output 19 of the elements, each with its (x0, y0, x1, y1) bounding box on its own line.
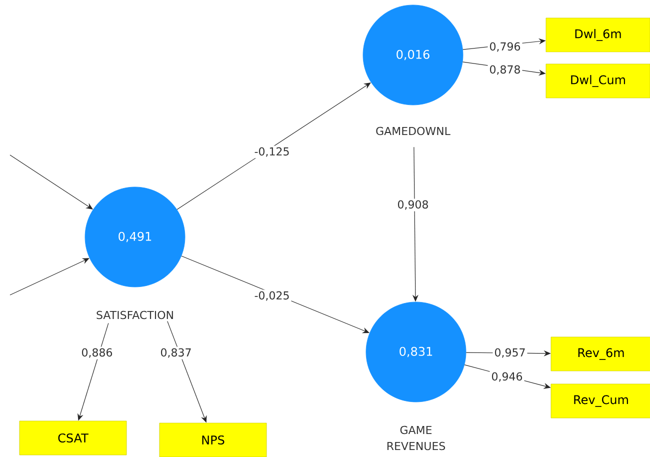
construct-name: GAMEDOWNL (376, 126, 450, 136)
arrow (10, 258, 90, 296)
construct-name: GAME REVENUES (387, 426, 446, 450)
edge-label: 0,908 (396, 198, 430, 212)
edge-label: -0,125 (252, 146, 292, 158)
edge-label: -0,025 (252, 290, 292, 302)
indicator-box: Rev_Cum (550, 384, 650, 418)
edge-label: 0,878 (488, 64, 522, 76)
construct-name: SATISFACTION (96, 310, 173, 320)
edge-label: 0,796 (488, 40, 522, 54)
edge-label: 0,837 (158, 346, 194, 360)
indicator-box: CSAT (19, 420, 127, 456)
edge-label: 0,886 (80, 346, 114, 360)
indicator-box: Dwl_Cum (546, 64, 650, 98)
indicator-box: Dwl_6m (546, 18, 650, 52)
indicator-box: Rev_6m (550, 336, 650, 372)
edge-label: 0,946 (490, 370, 524, 384)
indicator-box: NPS (159, 422, 267, 457)
edge-label: 0,957 (492, 346, 528, 360)
